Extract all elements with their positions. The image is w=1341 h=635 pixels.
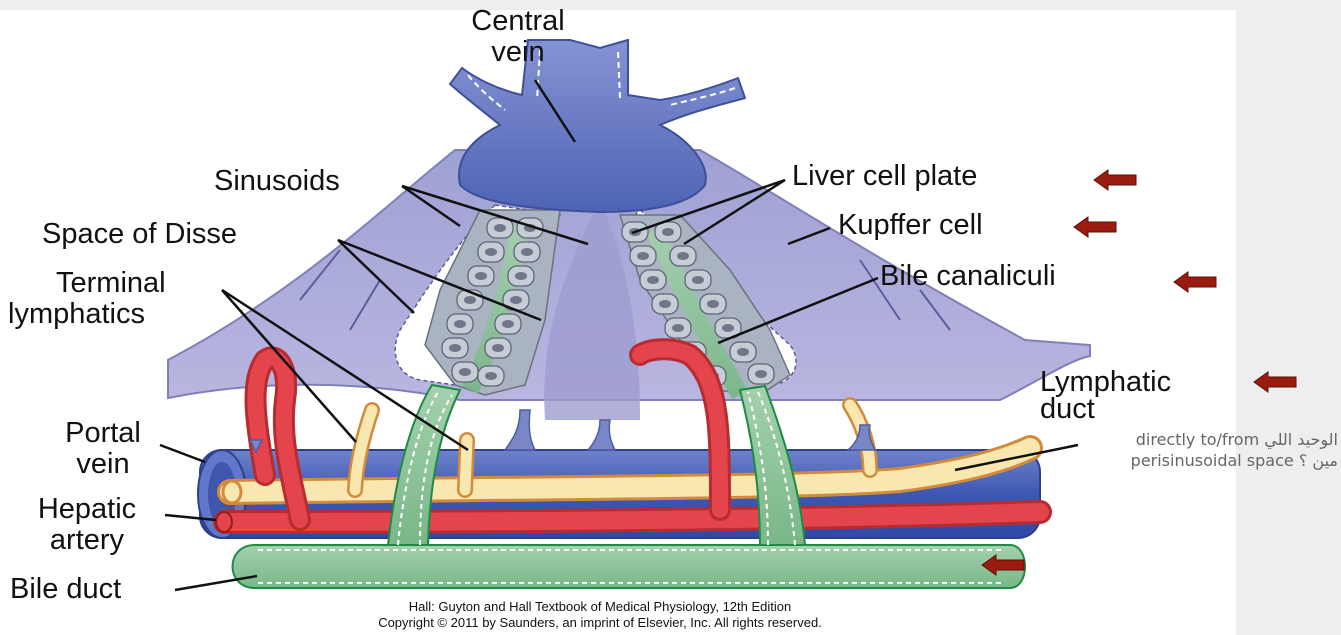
label-central-vein: Central vein xyxy=(433,6,603,68)
figure-credit: Hall: Guyton and Hall Textbook of Medica… xyxy=(290,599,910,631)
label-bile-duct: Bile duct xyxy=(10,574,121,605)
label-lymphatic-duct: Lymphatic duct xyxy=(1040,367,1171,425)
label-bile-canaliculi: Bile canaliculi xyxy=(880,261,1056,292)
label-space-of-disse: Space of Disse xyxy=(42,219,237,250)
label-sinusoids: Sinusoids xyxy=(214,166,340,197)
arrow-lymphatic-duct xyxy=(1254,372,1296,392)
label-kupffer-cell: Kupffer cell xyxy=(838,210,983,241)
label-hepatic-artery: Hepatic artery xyxy=(2,494,172,556)
label-terminal-lymphatics: Terminal lymphatics xyxy=(8,268,166,330)
annotation-note: الوحيد اللي directly to/from مين ؟ peris… xyxy=(1046,429,1338,471)
label-liver-cell-plate: Liver cell plate xyxy=(792,161,977,192)
label-portal-vein: Portal vein xyxy=(38,418,168,480)
